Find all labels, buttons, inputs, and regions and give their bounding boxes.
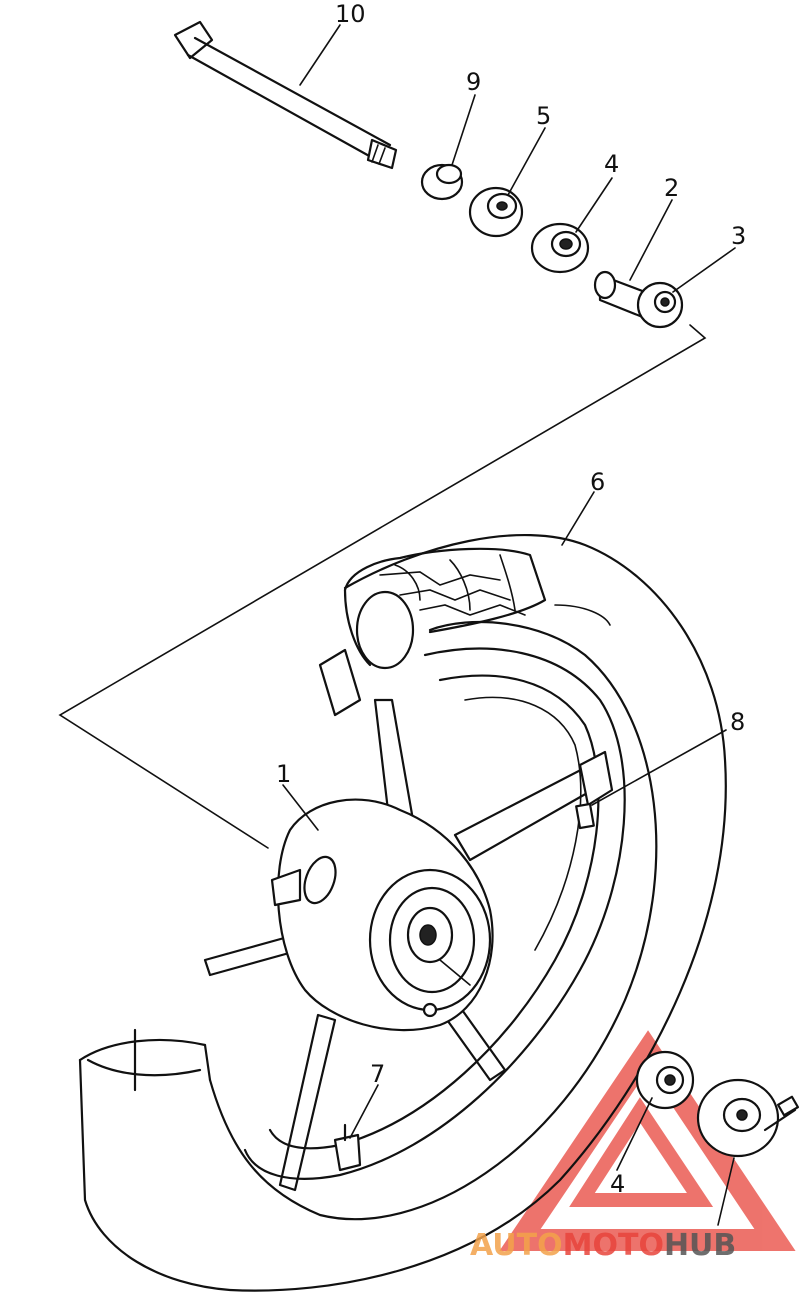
valve-part-7 [333,1123,362,1172]
hub-cap-lower [696,1078,800,1158]
callout-4-upper: 4 [604,150,619,178]
callout-9: 9 [466,68,481,96]
callout-leaders [282,24,736,1226]
callout-1: 1 [276,760,291,788]
callout-3: 3 [731,222,746,250]
flange-part-3 [636,281,684,329]
callout-10: 10 [335,0,366,28]
svg-text:AUTOMOTOHUB: AUTOMOTOHUB [470,1228,736,1263]
assembly-leader-lines [58,324,707,849]
callout-2: 2 [664,174,679,202]
bearing-part-4-lower [635,1050,695,1110]
callout-4-lower: 4 [610,1170,625,1198]
bearing-part-5 [468,186,524,238]
watermark-hub: HUB [664,1228,736,1263]
weight-part-8 [575,802,595,830]
callout-8: 8 [730,708,745,736]
watermark-text: AUTOMOTOHUB [470,1228,736,1263]
hub-part-1 [203,648,614,1192]
axle-part-10 [173,20,398,170]
collar-part-9 [420,163,464,201]
bearing-part-4-upper [530,222,590,274]
callout-6: 6 [590,468,605,496]
callout-7: 7 [370,1060,385,1088]
watermark-auto: AUTO [470,1228,563,1263]
spacer-part-2 [593,270,647,320]
callout-labels: 10 9 5 4 2 3 6 8 1 7 4 [276,0,746,1198]
callout-5: 5 [536,102,551,130]
tire-part-6 [78,534,727,1292]
watermark-moto: MOTO [563,1228,664,1263]
